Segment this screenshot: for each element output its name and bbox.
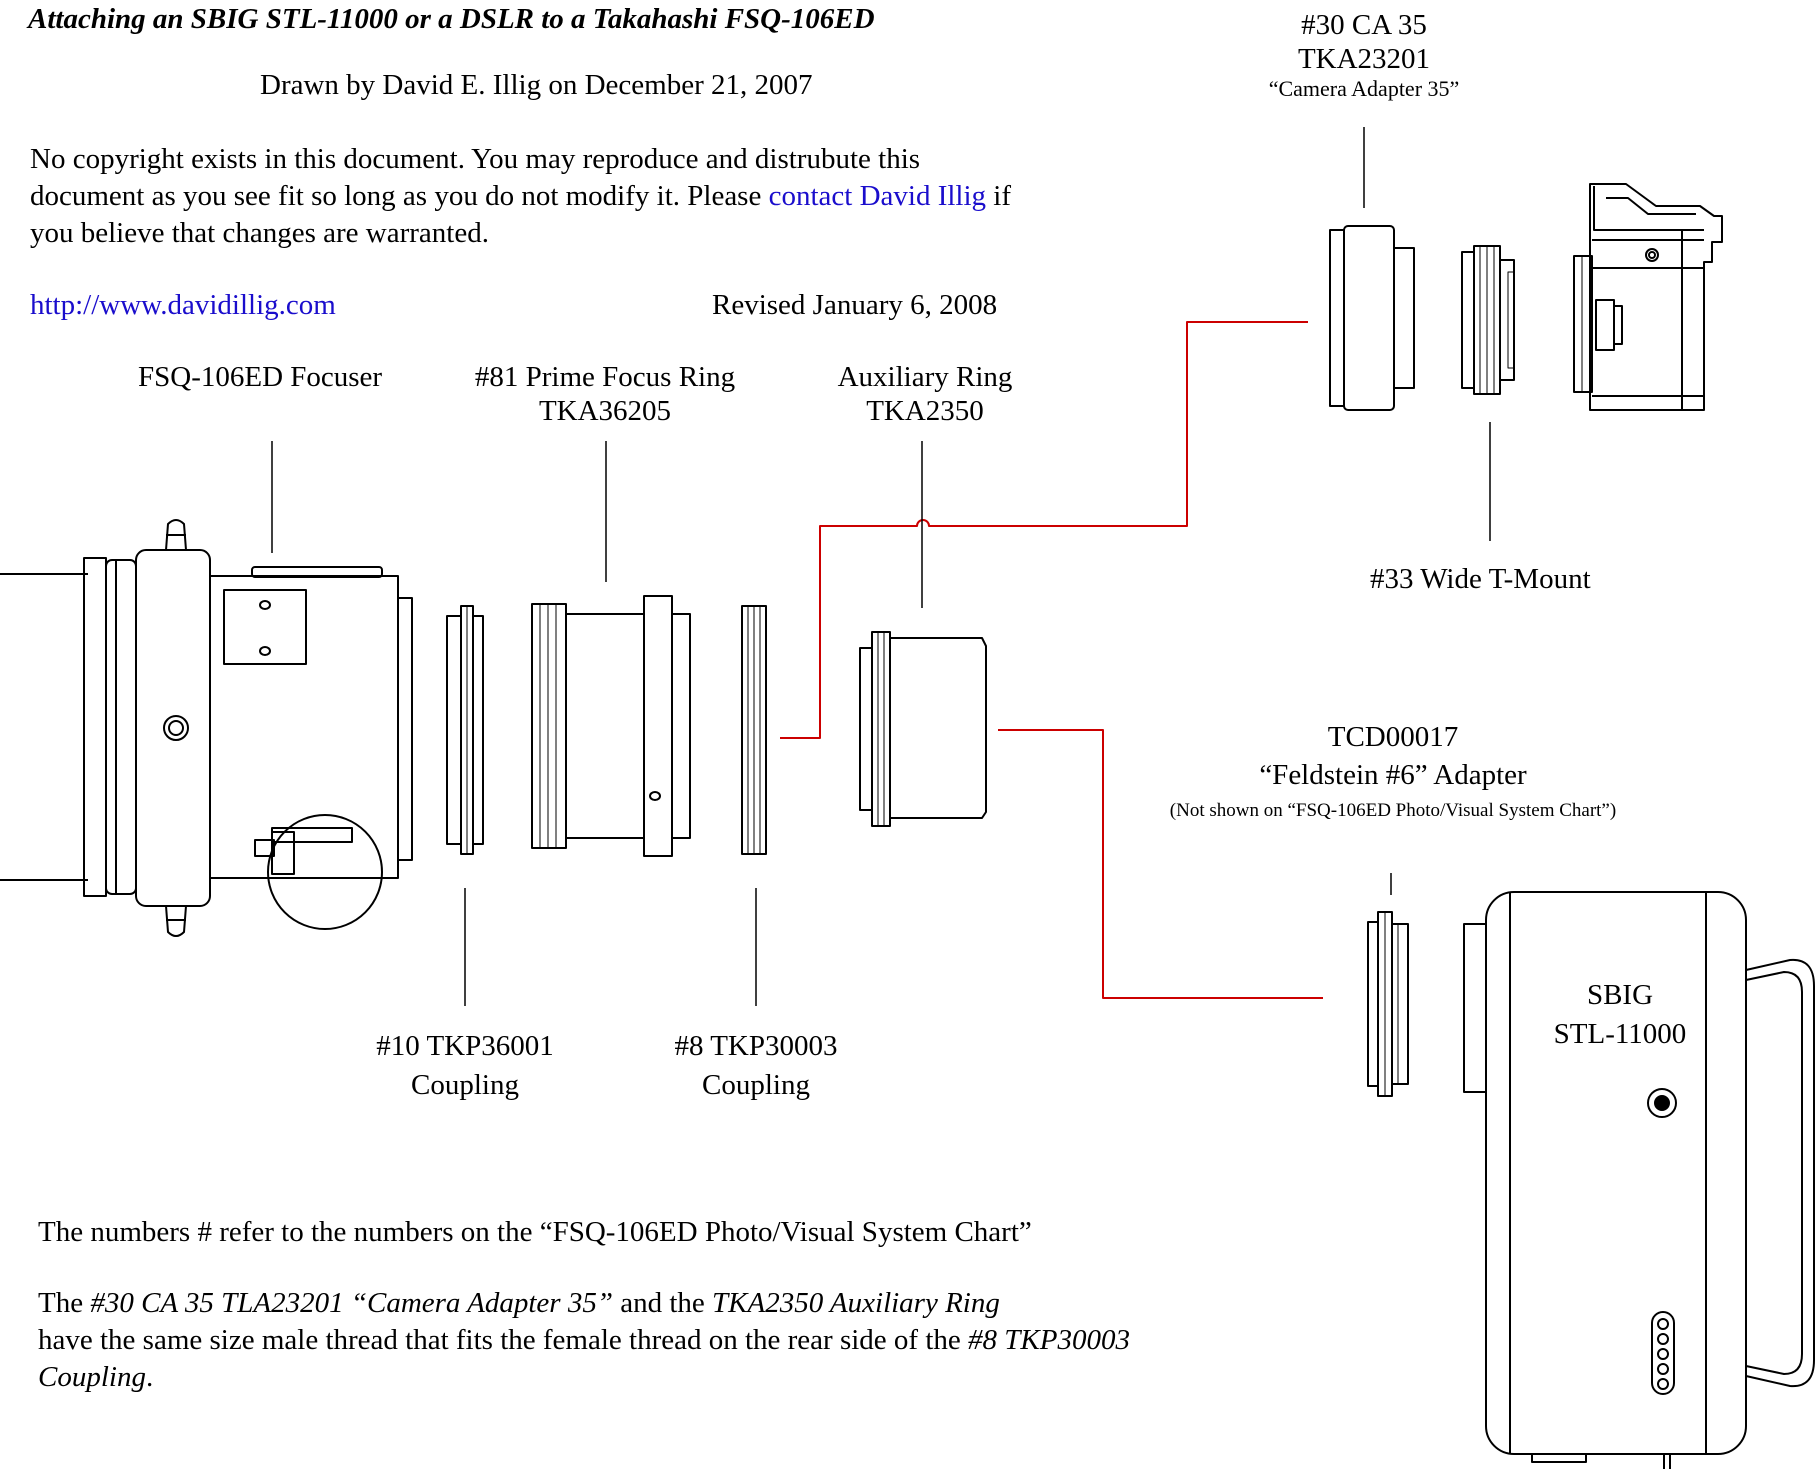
note-numbers: The numbers # refer to the numbers on th… xyxy=(38,1216,1032,1248)
note2-text-mid1: and the xyxy=(612,1287,713,1319)
note2-ca35-ref: #30 CA 35 TLA23201 “Camera Adapter 35” xyxy=(90,1287,613,1319)
label-ca35-line3: “Camera Adapter 35” xyxy=(1268,76,1460,101)
sbig-camera-drawing xyxy=(1464,892,1814,1469)
aux-ring-drawing xyxy=(860,632,986,826)
red-connectors xyxy=(780,322,1323,998)
label-aux-ring-line1: Auxiliary Ring xyxy=(837,361,1013,393)
label-feldstein: TCD00017 “Feldstein #6” Adapter (Not sho… xyxy=(1128,718,1658,822)
note2-text-mid2: have the same size male thread that fits… xyxy=(38,1324,969,1356)
byline: Drawn by David E. Illig on December 21, … xyxy=(260,69,813,101)
note2-text-pre: The xyxy=(38,1287,91,1319)
contact-david-illig-link[interactable]: contact David Illig xyxy=(768,180,987,212)
dslr-drawing xyxy=(1574,184,1722,410)
label-feldstein-line3: (Not shown on “FSQ-106ED Photo/Visual Sy… xyxy=(1169,800,1617,821)
label-coupling10: #10 TKP36001 Coupling xyxy=(330,1027,600,1105)
label-coupling8-line1: #8 TKP30003 xyxy=(674,1030,838,1062)
label-aux-ring: Auxiliary Ring TKA2350 xyxy=(785,360,1065,428)
label-feldstein-line1: TCD00017 xyxy=(1327,721,1459,753)
page-title: Attaching an SBIG STL-11000 or a DSLR to… xyxy=(28,3,875,35)
connector-aux-to-feldstein xyxy=(998,730,1323,998)
coupling10-drawing xyxy=(447,606,483,854)
label-coupling8: #8 TKP30003 Coupling xyxy=(631,1027,881,1105)
label-aux-ring-line2: TKA2350 xyxy=(866,395,984,427)
coupling8-drawing xyxy=(742,606,766,854)
note2-text-end: . xyxy=(145,1361,154,1393)
connector-aux-to-ca35 xyxy=(780,322,1308,738)
website-link[interactable]: http://www.davidillig.com xyxy=(30,289,336,321)
label-sbig-camera-line1: SBIG xyxy=(1586,979,1654,1011)
focuser-drawing xyxy=(0,520,412,936)
label-sbig-camera-line2: STL-11000 xyxy=(1553,1018,1687,1050)
note-thread-compat: The #30 CA 35 TLA23201 “Camera Adapter 3… xyxy=(38,1285,1138,1396)
label-ca35-line1: #30 CA 35 xyxy=(1301,9,1427,41)
note2-coupling-ref: #8 TKP30003 Coupling xyxy=(38,1324,1130,1393)
label-prime-ring-line2: TKA36205 xyxy=(538,395,672,427)
label-sbig-camera: SBIG STL-11000 xyxy=(1530,976,1710,1054)
copyright-text-pre: No copyright exists in this document. Yo… xyxy=(30,143,921,212)
label-coupling10-line1: #10 TKP36001 xyxy=(376,1030,554,1062)
label-tmount: #33 Wide T-Mount xyxy=(1370,563,1591,595)
label-feldstein-line2: “Feldstein #6” Adapter xyxy=(1259,759,1527,791)
label-prime-ring-line1: #81 Prime Focus Ring xyxy=(474,361,736,393)
revised-date: Revised January 6, 2008 xyxy=(712,289,998,321)
label-ca35-line2: TKA23201 xyxy=(1297,43,1431,75)
label-ca35: #30 CA 35 TKA23201 “Camera Adapter 35” xyxy=(1214,8,1514,102)
ca35-drawing xyxy=(1330,226,1414,410)
leader-lines xyxy=(272,127,1490,1006)
note2-aux-ref: TKA2350 Auxiliary Ring xyxy=(712,1287,1000,1319)
tmount-drawing xyxy=(1462,246,1514,394)
prime-ring-drawing xyxy=(532,596,690,856)
copyright-text-post: if you believe that changes are warrante… xyxy=(30,180,1011,249)
label-coupling8-line2: Coupling xyxy=(702,1069,810,1101)
label-focuser: FSQ-106ED Focuser xyxy=(138,361,383,393)
copyright-notice: No copyright exists in this document. Yo… xyxy=(30,141,1040,252)
label-coupling10-line2: Coupling xyxy=(411,1069,519,1101)
label-prime-ring: #81 Prime Focus Ring TKA36205 xyxy=(430,360,780,428)
feldstein-drawing xyxy=(1368,912,1408,1096)
